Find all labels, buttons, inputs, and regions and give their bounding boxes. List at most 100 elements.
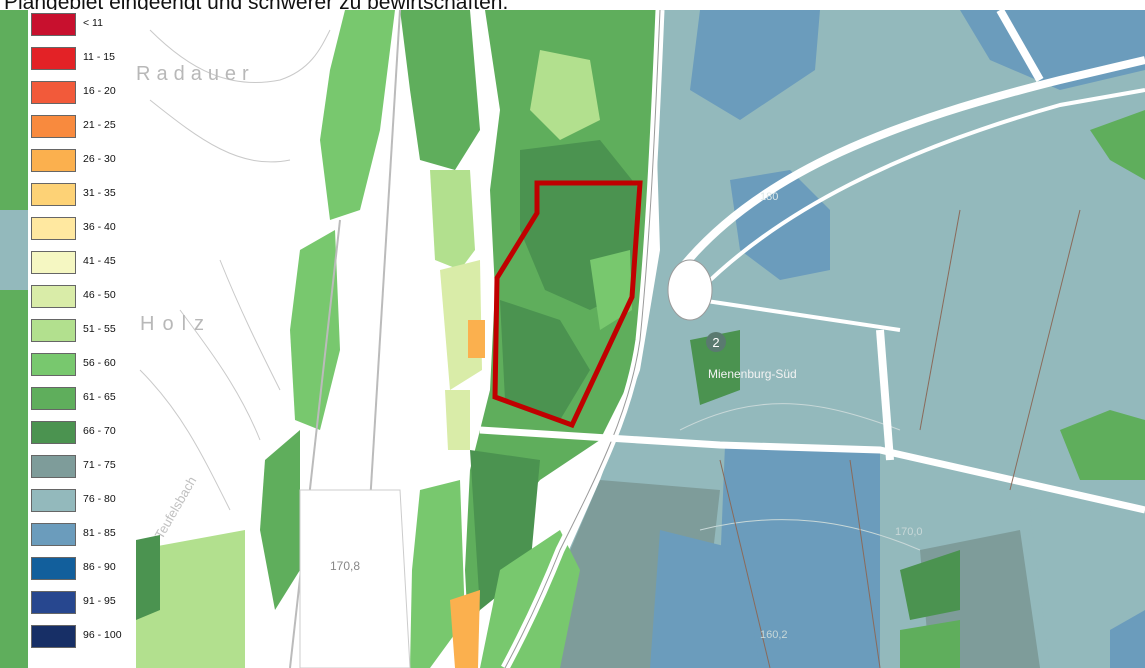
legend-swatch [31, 251, 76, 274]
habitat-patch [136, 535, 160, 620]
habitat-patch [0, 210, 30, 290]
contour-line [149, 29, 331, 84]
habitat-patch [450, 590, 480, 668]
legend-label: 36 - 40 [83, 221, 116, 233]
legend-swatch [31, 421, 76, 444]
side-road [876, 329, 894, 461]
contour-line [139, 369, 231, 511]
legend-label: 71 - 75 [83, 459, 116, 471]
habitat-patch [650, 530, 760, 668]
legend-item: 21 - 25 [28, 112, 136, 139]
habitat-patch [530, 50, 600, 140]
habitat-patch [445, 390, 470, 450]
legend-item: 16 - 20 [28, 78, 136, 105]
habitat-patch [720, 445, 880, 668]
legend-swatch [31, 353, 76, 376]
legend-label: 31 - 35 [83, 187, 116, 199]
habitat-patch [900, 550, 960, 620]
legend-item: 61 - 65 [28, 384, 136, 411]
legend-item: 91 - 95 [28, 588, 136, 615]
route-number: 2 [712, 335, 719, 350]
main-road-edge [504, 10, 661, 668]
legend-label: 11 - 15 [83, 51, 115, 63]
rail-line [289, 219, 341, 668]
habitat-patch [468, 320, 485, 358]
contour-line [219, 259, 281, 391]
legend-item: 26 - 30 [28, 146, 136, 173]
ramp-road [676, 56, 1145, 273]
legend-label: 21 - 25 [83, 119, 116, 131]
legend-swatch [31, 13, 76, 36]
habitat-patch [430, 170, 475, 270]
legend-swatch [31, 47, 76, 70]
route-badge [706, 332, 726, 352]
legend-label: 76 - 80 [83, 493, 116, 505]
legend-label: 16 - 20 [83, 85, 116, 97]
habitat-patch [690, 330, 740, 405]
legend-swatch [31, 217, 76, 240]
legend-item: 11 - 15 [28, 44, 136, 71]
habitat-patch [500, 300, 590, 420]
legend-swatch [31, 489, 76, 512]
habitat-patch [0, 10, 30, 668]
legend-label: 86 - 90 [83, 561, 116, 573]
legend-label: 56 - 60 [83, 357, 116, 369]
legend-swatch [31, 523, 76, 546]
parcel-line [719, 459, 771, 668]
habitat-patch [590, 250, 632, 330]
side-road [996, 10, 1044, 82]
habitat-patch [1060, 410, 1145, 480]
habitat-patch [900, 620, 960, 668]
legend-swatch [31, 591, 76, 614]
legend-label: 96 - 100 [83, 629, 122, 641]
legend-swatch [31, 115, 76, 138]
legend-swatch [31, 149, 76, 172]
map-view[interactable]: 2 Radauer Holz Teufelsbach Mienenburg-Sü… [0, 10, 1145, 668]
place-label-holz: Holz [140, 313, 212, 335]
legend-swatch [31, 625, 76, 648]
legend-item: 46 - 50 [28, 282, 136, 309]
legend-label: 26 - 30 [83, 153, 116, 165]
place-label-mienenburg: Mienenburg-Süd [708, 367, 797, 381]
legend-item: 51 - 55 [28, 316, 136, 343]
habitat-patch [136, 530, 245, 668]
habitat-patch [410, 480, 465, 668]
legend-swatch [31, 387, 76, 410]
legend-label: 81 - 85 [83, 527, 116, 539]
legend-item: 66 - 70 [28, 418, 136, 445]
side-road [699, 298, 901, 332]
parcel-line [849, 459, 881, 668]
legend-label: 41 - 45 [83, 255, 116, 267]
place-label-radauer: Radauer [136, 63, 255, 85]
legend-label: < 11 [83, 17, 103, 29]
habitat-patch [290, 230, 340, 430]
legend-label: 66 - 70 [83, 425, 116, 437]
contour-line [179, 309, 261, 441]
legend-item: 96 - 100 [28, 622, 136, 649]
legend-label: 61 - 65 [83, 391, 116, 403]
legend-swatch [31, 183, 76, 206]
legend-item: 71 - 75 [28, 452, 136, 479]
study-area-outline[interactable] [492, 180, 643, 429]
habitat-patch [1110, 610, 1145, 668]
habitat-patch [320, 10, 395, 220]
legend-item: 86 - 90 [28, 554, 136, 581]
spot-height: 170,0 [895, 526, 923, 538]
map-legend: < 11 11 - 15 16 - 20 21 - 25 26 - 30 31 - 35 3… [28, 10, 136, 668]
habitat-patch [400, 10, 480, 170]
legend-label: 51 - 55 [83, 323, 116, 335]
contour-line [699, 519, 921, 551]
legend-item: 31 - 35 [28, 180, 136, 207]
habitat-patch [260, 430, 300, 610]
habitat-patch [1090, 110, 1145, 180]
spot-height: 180 [760, 191, 778, 203]
legend-label: 46 - 50 [83, 289, 116, 301]
interchange [667, 259, 713, 321]
legend-swatch [31, 455, 76, 478]
legend-swatch [31, 557, 76, 580]
parcel-line [1009, 209, 1081, 491]
map-canvas[interactable]: 2 Radauer Holz Teufelsbach Mienenburg-Sü… [0, 10, 1145, 668]
ramp-road [698, 88, 1145, 292]
spot-height: 170,8 [330, 559, 360, 573]
legend-item: 36 - 40 [28, 214, 136, 241]
